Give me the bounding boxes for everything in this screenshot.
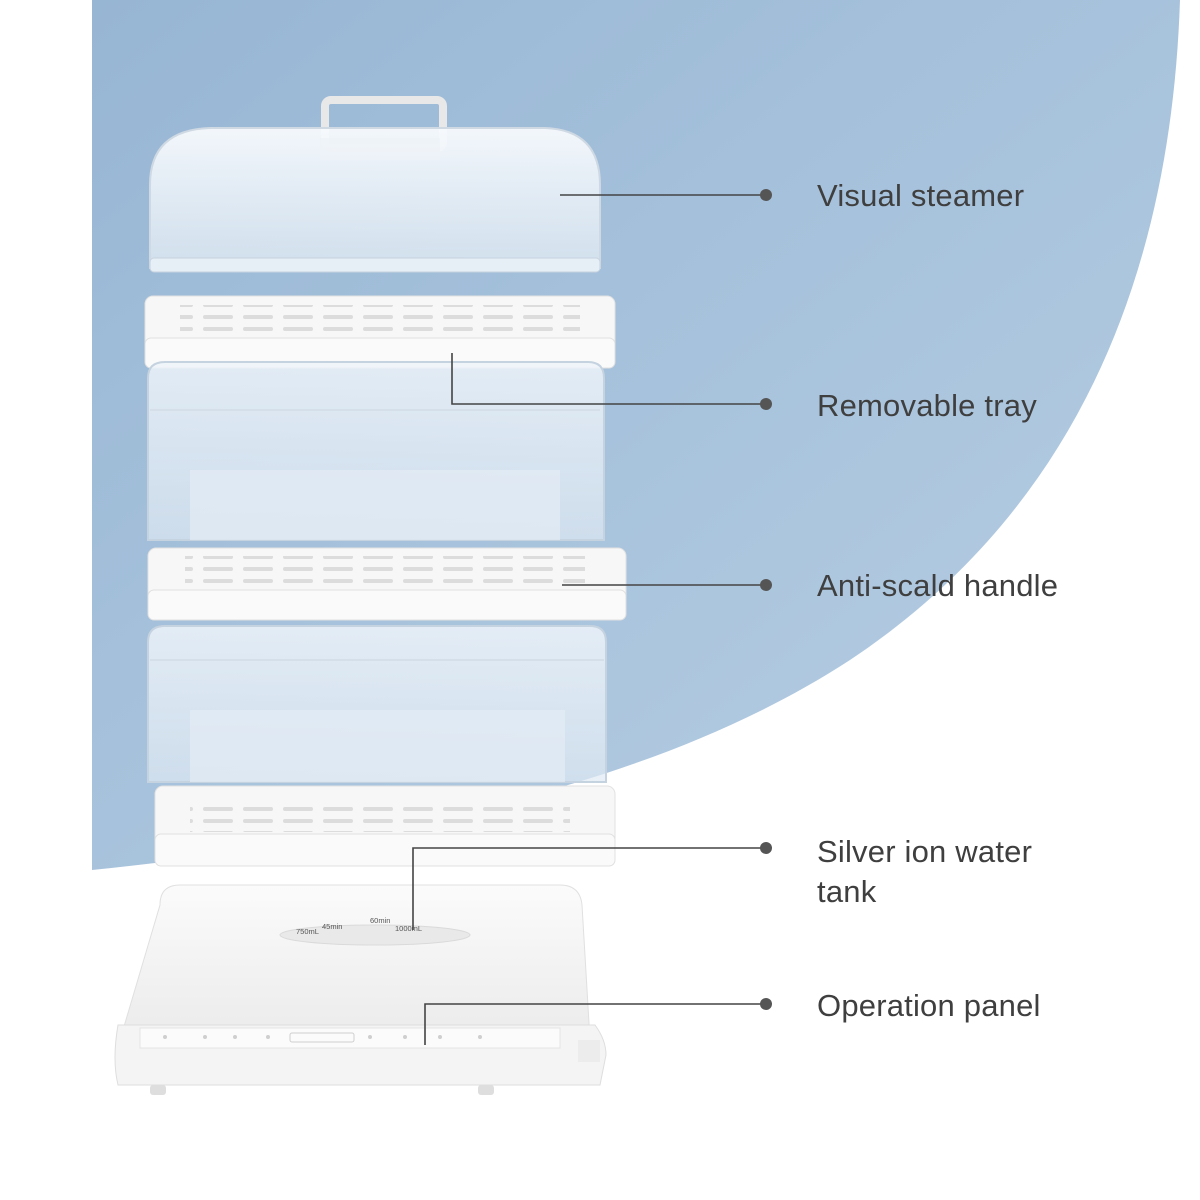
tank-mark-750ml: 750mL [296,927,319,936]
label-silver-ion-water-tank: Silver ion water tank [817,834,1033,909]
leader-dot-operation-panel [760,998,772,1010]
leader-dot-silver-ion-water-tank [760,842,772,854]
label-removable-tray: Removable tray [817,388,1037,423]
leader-line-removable-tray [451,353,765,405]
leader-dots [760,189,772,1010]
leader-line-silver-ion-water-tank [412,847,765,930]
label-visual-steamer: Visual steamer [817,178,1025,213]
removable-tray-1 [144,295,616,369]
steamer-bowl-2 [147,625,607,783]
visual-steamer-lid [149,96,601,273]
tank-mark-1000ml: 1000mL [395,924,422,933]
operation-panel-buttons [163,1032,482,1043]
leader-line-operation-panel [424,1003,765,1045]
decorative-arc-2 [91,39,1200,906]
removable-tray-2 [147,547,627,621]
removable-tray-3 [154,785,616,867]
tank-mark-60min: 60min [370,916,390,925]
water-tank-base [114,884,607,1095]
tank-scale-marks: 750mL 45min 60min 1000mL [296,916,422,936]
leader-dot-visual-steamer [760,189,772,201]
leader-lines [412,194,765,1045]
label-anti-scald-handle: Anti-scald handle [817,568,1059,603]
label-operation-panel: Operation panel [817,988,1041,1023]
leader-dot-anti-scald-handle [760,579,772,591]
tank-mark-45min: 45min [322,922,342,931]
steamer-bowl-1 [147,361,605,541]
leader-dot-removable-tray [760,398,772,410]
